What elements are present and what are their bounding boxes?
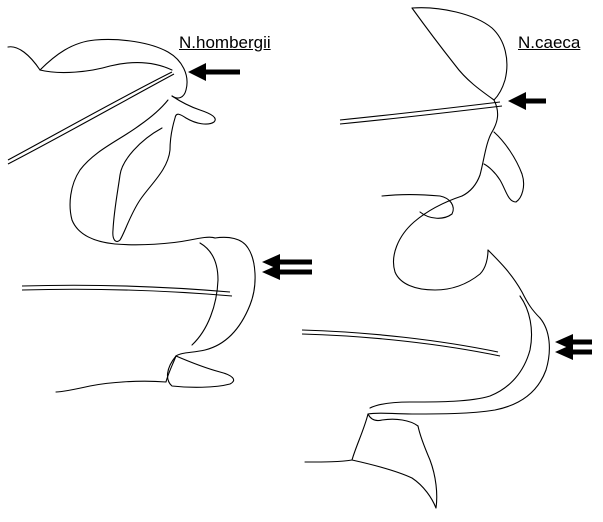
right-notoseta bbox=[340, 102, 502, 124]
species-label-hombergii: N.hombergii bbox=[179, 33, 271, 53]
left-parapodium bbox=[8, 40, 312, 393]
left-single-arrow bbox=[188, 63, 240, 81]
right-double-arrow bbox=[555, 334, 592, 360]
left-upper-lobe-inner bbox=[40, 63, 172, 73]
right-ventral-inner bbox=[368, 414, 418, 426]
right-dorsal-cirrus bbox=[412, 8, 507, 100]
right-notopodial-base bbox=[382, 195, 453, 219]
right-neuropodial-inner bbox=[370, 296, 532, 408]
right-notopodial-region bbox=[462, 100, 498, 196]
left-dorsal-cirrus bbox=[170, 96, 215, 150]
right-parapodium bbox=[302, 8, 592, 508]
left-lower-body bbox=[56, 356, 176, 392]
left-ventral-cirrus bbox=[167, 356, 233, 387]
right-ventral-cirrus bbox=[352, 414, 437, 508]
right-lower-body bbox=[305, 460, 352, 462]
right-neuropodial-lobe bbox=[368, 318, 549, 414]
right-neck bbox=[488, 250, 540, 318]
right-single-arrow bbox=[508, 92, 546, 110]
right-body-wall bbox=[394, 196, 488, 290]
species-label-caeca: N.caeca bbox=[518, 33, 580, 53]
left-notopodial-lobe bbox=[113, 128, 170, 242]
right-neuroseta bbox=[302, 330, 500, 356]
right-notopodial-lobe bbox=[484, 132, 524, 202]
left-double-arrow bbox=[262, 254, 312, 280]
left-neuropodial-lobe bbox=[176, 237, 255, 356]
left-neuroseta bbox=[22, 285, 232, 296]
